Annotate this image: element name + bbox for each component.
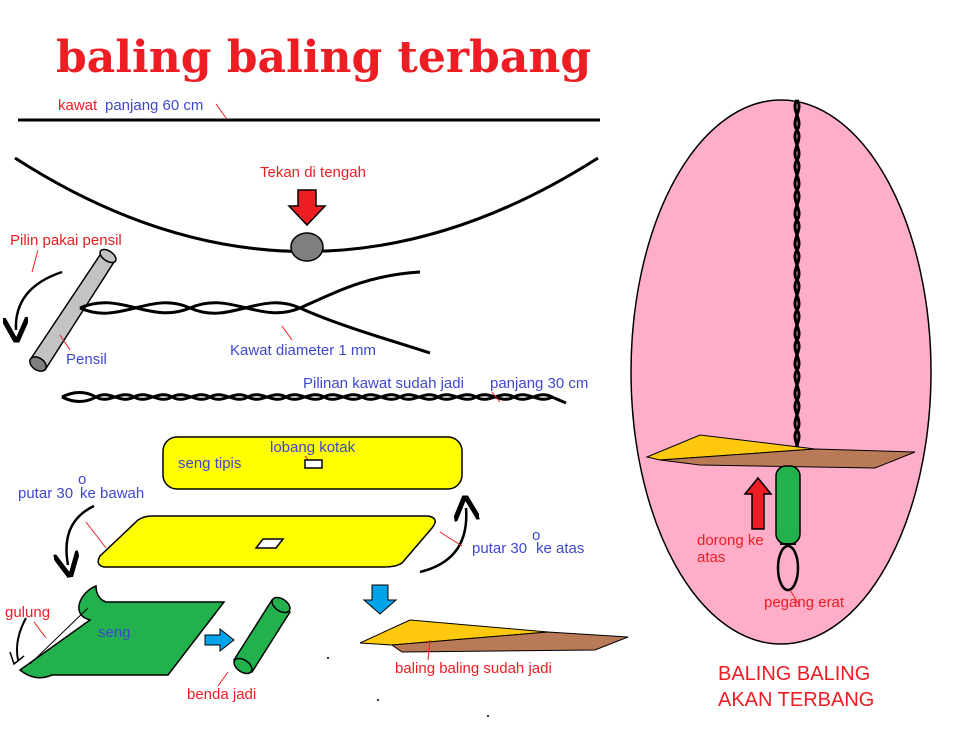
roll-arrow-head (9, 651, 25, 666)
pencil-label: Pensil (66, 351, 107, 368)
twisted-sheet-hole (254, 538, 285, 549)
wire-diameter-label: Kawat diameter 1 mm (230, 342, 376, 359)
hold-label: pegang erat (764, 594, 845, 611)
fly-caption-line2: AKAN TERBANG (718, 689, 874, 711)
turn-up-label: putar 30 (472, 540, 527, 557)
press-down-arrow (287, 189, 327, 227)
push-up-arrow (743, 476, 773, 530)
turn-up-pointer (439, 531, 463, 547)
wire-length-label: panjang 60 cm (105, 97, 203, 114)
hanging-twisted-wire-strand (793, 99, 801, 461)
twist-with-pencil-label: Pilin pakai pensil (10, 232, 122, 249)
pencil-top (99, 248, 117, 264)
green-sheet (18, 584, 226, 679)
final-green-tube (775, 465, 801, 545)
turn-up-degree: o (532, 527, 540, 544)
push-up-label-line1: dorong ke (697, 532, 764, 549)
green-sheet-fold (29, 607, 89, 665)
twist-rotation-arrow (16, 270, 63, 330)
handle-loop (776, 544, 800, 592)
diameter-label-pointer (281, 325, 293, 341)
twisted-wire-b (79, 301, 431, 355)
twist-label-pointer (31, 249, 39, 273)
pencil-label-pointer (59, 334, 71, 351)
tube-label-pointer (217, 671, 229, 687)
roll-result-arrow (204, 627, 235, 653)
tube-done-label: benda jadi (187, 686, 256, 703)
roll-arrow (16, 617, 27, 661)
twisted-done-label: Pilinan kawat sudah jadi (303, 375, 464, 392)
thin-sheet-label: seng tipis (178, 455, 241, 472)
turn-down-degree: o (78, 471, 86, 488)
turn-down-label: putar 30 (18, 485, 73, 502)
stray-dot-2 (377, 699, 379, 701)
turn-down-pointer (85, 521, 107, 549)
propeller-label-pointer (427, 639, 431, 661)
roll-label: gulung (5, 604, 50, 621)
twisted-length-label: panjang 30 cm (490, 375, 588, 392)
turn-up-arrow (419, 508, 466, 574)
roll-label-pointer (33, 621, 47, 639)
turn-up-direction: ke atas (536, 540, 584, 557)
fly-caption-line1: BALING BALING (718, 663, 870, 685)
twisted-label-pointer (491, 391, 501, 403)
pencil-end (29, 356, 47, 372)
diagram-title: baling baling terbang (56, 32, 591, 83)
hold-label-pointer (789, 589, 801, 607)
propeller-done-label: baling baling sudah jadi (395, 660, 552, 677)
press-middle-label: Tekan di tengah (260, 164, 366, 181)
turn-down-direction: ke bawah (80, 485, 144, 502)
turn-down-arrow (66, 504, 95, 565)
final-blade-right (659, 448, 916, 469)
stray-dot-1 (327, 657, 329, 659)
stray-dot-3 (487, 715, 489, 717)
green-tube-bottom (233, 657, 253, 675)
green-sheet-label: seng (98, 624, 131, 641)
twisted-wire-finished-strand (95, 393, 553, 401)
push-up-label-line2: atas (697, 549, 725, 566)
propeller-result-arrow (362, 584, 398, 615)
green-tube-top (271, 596, 291, 614)
press-point-circle (290, 232, 324, 262)
square-hole (304, 459, 323, 469)
pink-oval (630, 99, 932, 645)
square-hole-label: lobang kotak (270, 439, 356, 456)
propeller-blade-right (390, 631, 629, 653)
wire-label-pointer (215, 103, 227, 119)
wire-label-red: kawat (58, 97, 98, 114)
